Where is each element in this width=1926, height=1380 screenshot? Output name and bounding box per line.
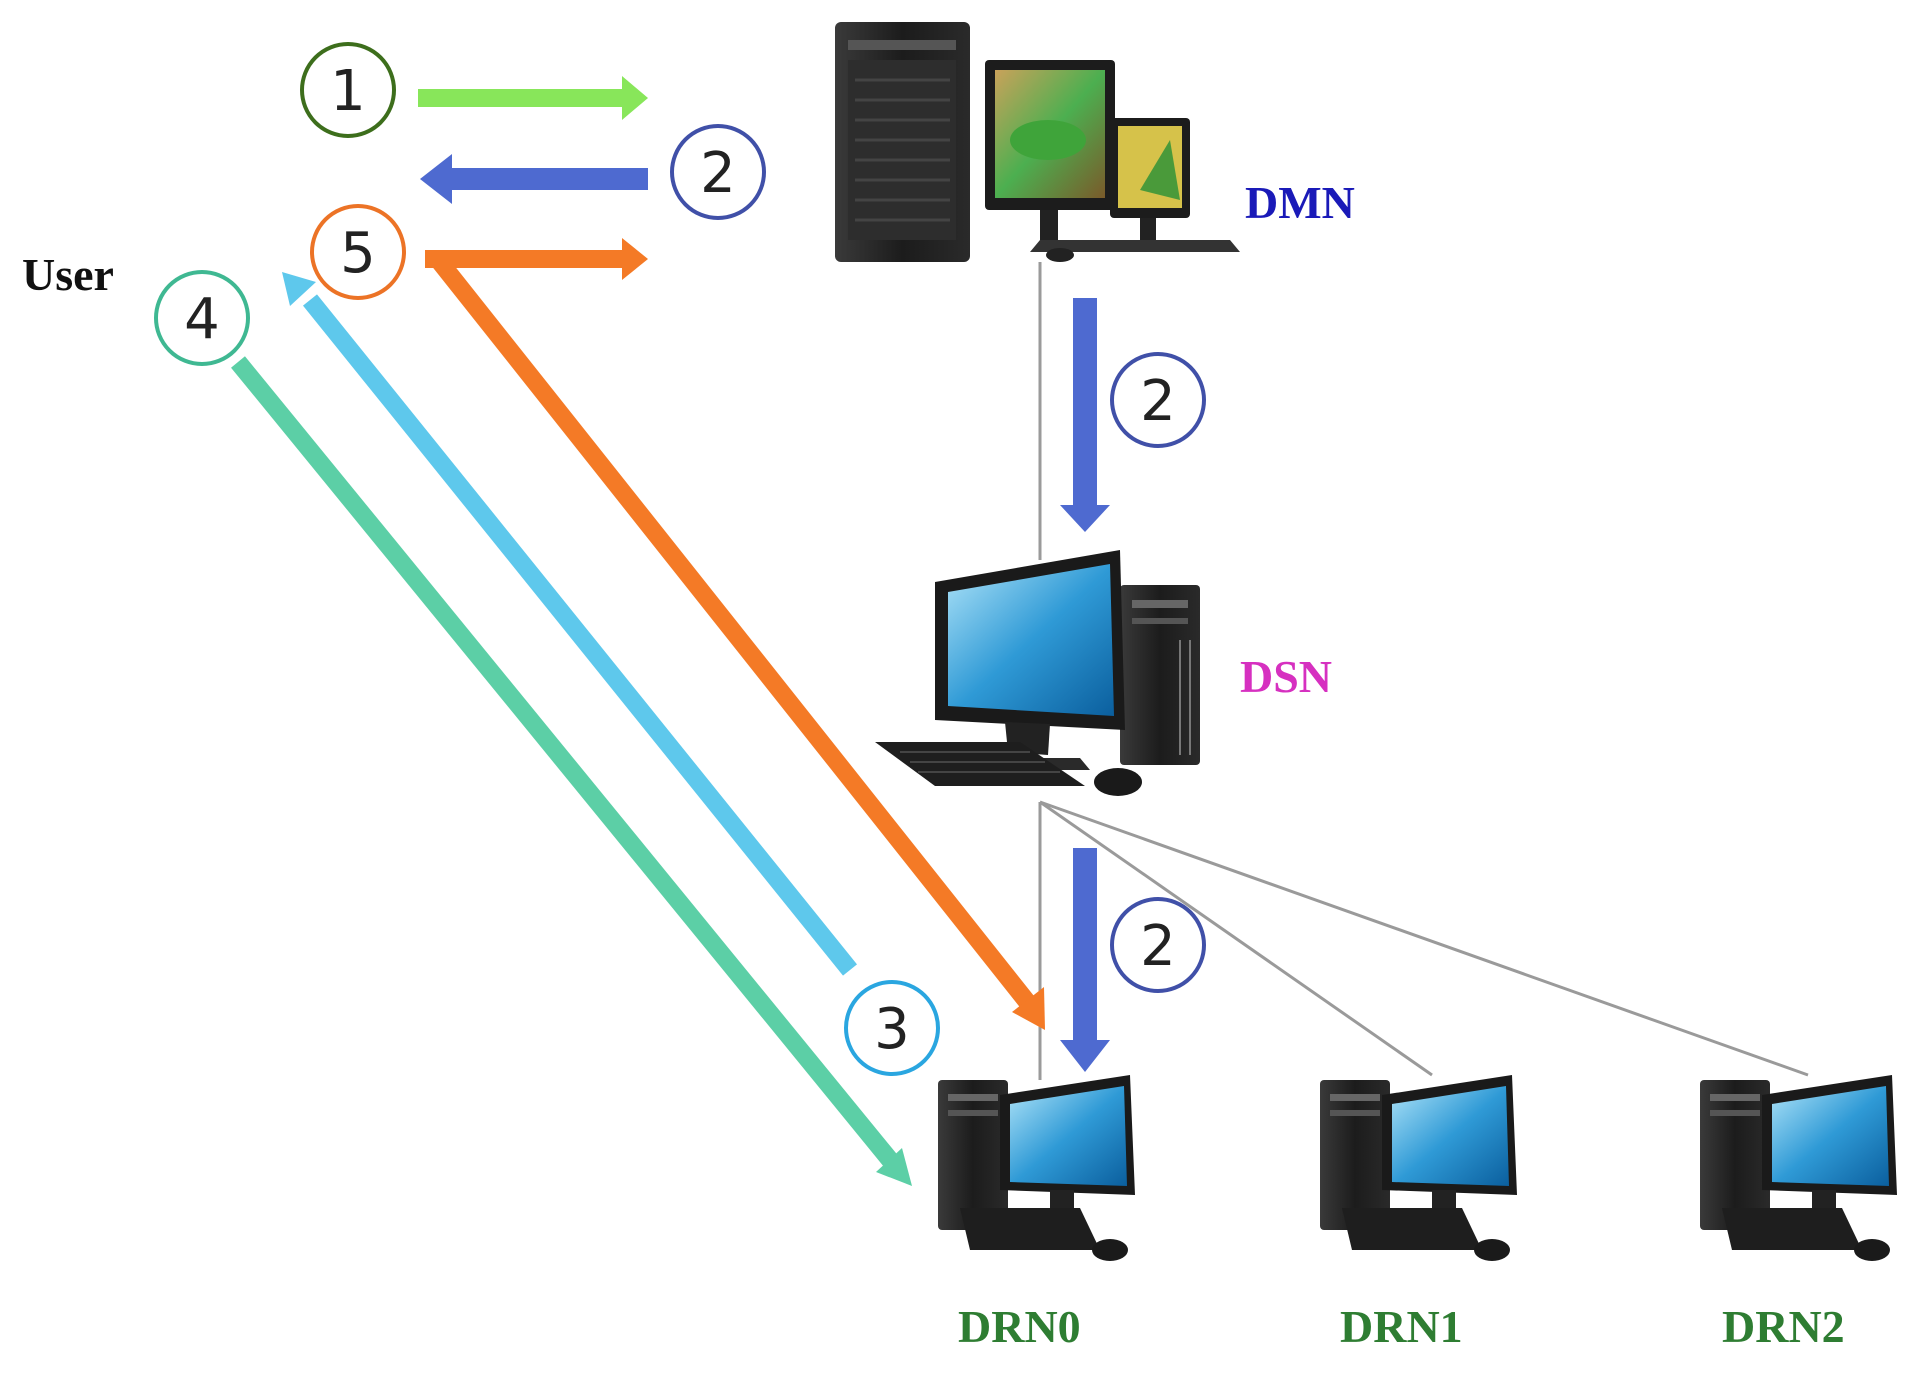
arrow-step-5-top xyxy=(425,238,648,280)
step-5-badge: 5 xyxy=(310,204,406,300)
step-1-badge: 1 xyxy=(300,42,396,138)
drn2-computer[interactable] xyxy=(1700,1075,1897,1261)
step-2-badge-middle: 2 xyxy=(1110,352,1206,448)
drn1-label: DRN1 xyxy=(1340,1301,1463,1352)
step-2-badge-top: 2 xyxy=(670,124,766,220)
link-dsn-drn1 xyxy=(1039,800,1433,1077)
step-badges: 1 2 5 4 2 2 3 xyxy=(154,42,1206,1076)
desktop-computer-icon xyxy=(1700,1075,1897,1261)
desktop-computer-icon[interactable] xyxy=(875,550,1200,796)
svg-text:2: 2 xyxy=(1140,369,1176,434)
svg-text:4: 4 xyxy=(184,287,220,352)
drn1-computer[interactable] xyxy=(1320,1075,1517,1261)
arrow-step-4-to-drn0 xyxy=(231,356,912,1186)
dmn-label: DMN xyxy=(1245,177,1355,228)
desktop-computer-icon xyxy=(1320,1075,1517,1261)
link-dsn-drn2 xyxy=(1039,800,1809,1077)
svg-text:2: 2 xyxy=(1140,914,1176,979)
arrow-step-2-return xyxy=(420,154,648,204)
step-2-badge-bottom: 2 xyxy=(1110,897,1206,993)
arrow-step-5-to-drn0 xyxy=(432,256,1045,1030)
arrow-step-2-dmn-dsn xyxy=(1060,298,1110,532)
user-label: User xyxy=(22,249,114,300)
workstation-icon[interactable] xyxy=(835,22,1240,262)
drn0-computer[interactable] xyxy=(938,1075,1135,1261)
desktop-computer-icon xyxy=(938,1075,1135,1261)
step-4-badge: 4 xyxy=(154,270,250,366)
svg-text:2: 2 xyxy=(700,141,736,206)
drn2-label: DRN2 xyxy=(1722,1301,1845,1352)
network-links xyxy=(1038,262,1809,1080)
arrow-step-1 xyxy=(418,76,648,120)
svg-text:5: 5 xyxy=(340,221,376,286)
flow-arrows xyxy=(231,76,1110,1186)
arrow-step-2-dsn-drn0 xyxy=(1060,848,1110,1072)
svg-text:1: 1 xyxy=(330,59,366,124)
drn0-label: DRN0 xyxy=(958,1301,1081,1352)
arrow-step-3-to-user xyxy=(282,272,858,976)
step-3-badge: 3 xyxy=(844,980,940,1076)
dsn-label: DSN xyxy=(1240,651,1332,702)
svg-text:3: 3 xyxy=(874,997,910,1062)
